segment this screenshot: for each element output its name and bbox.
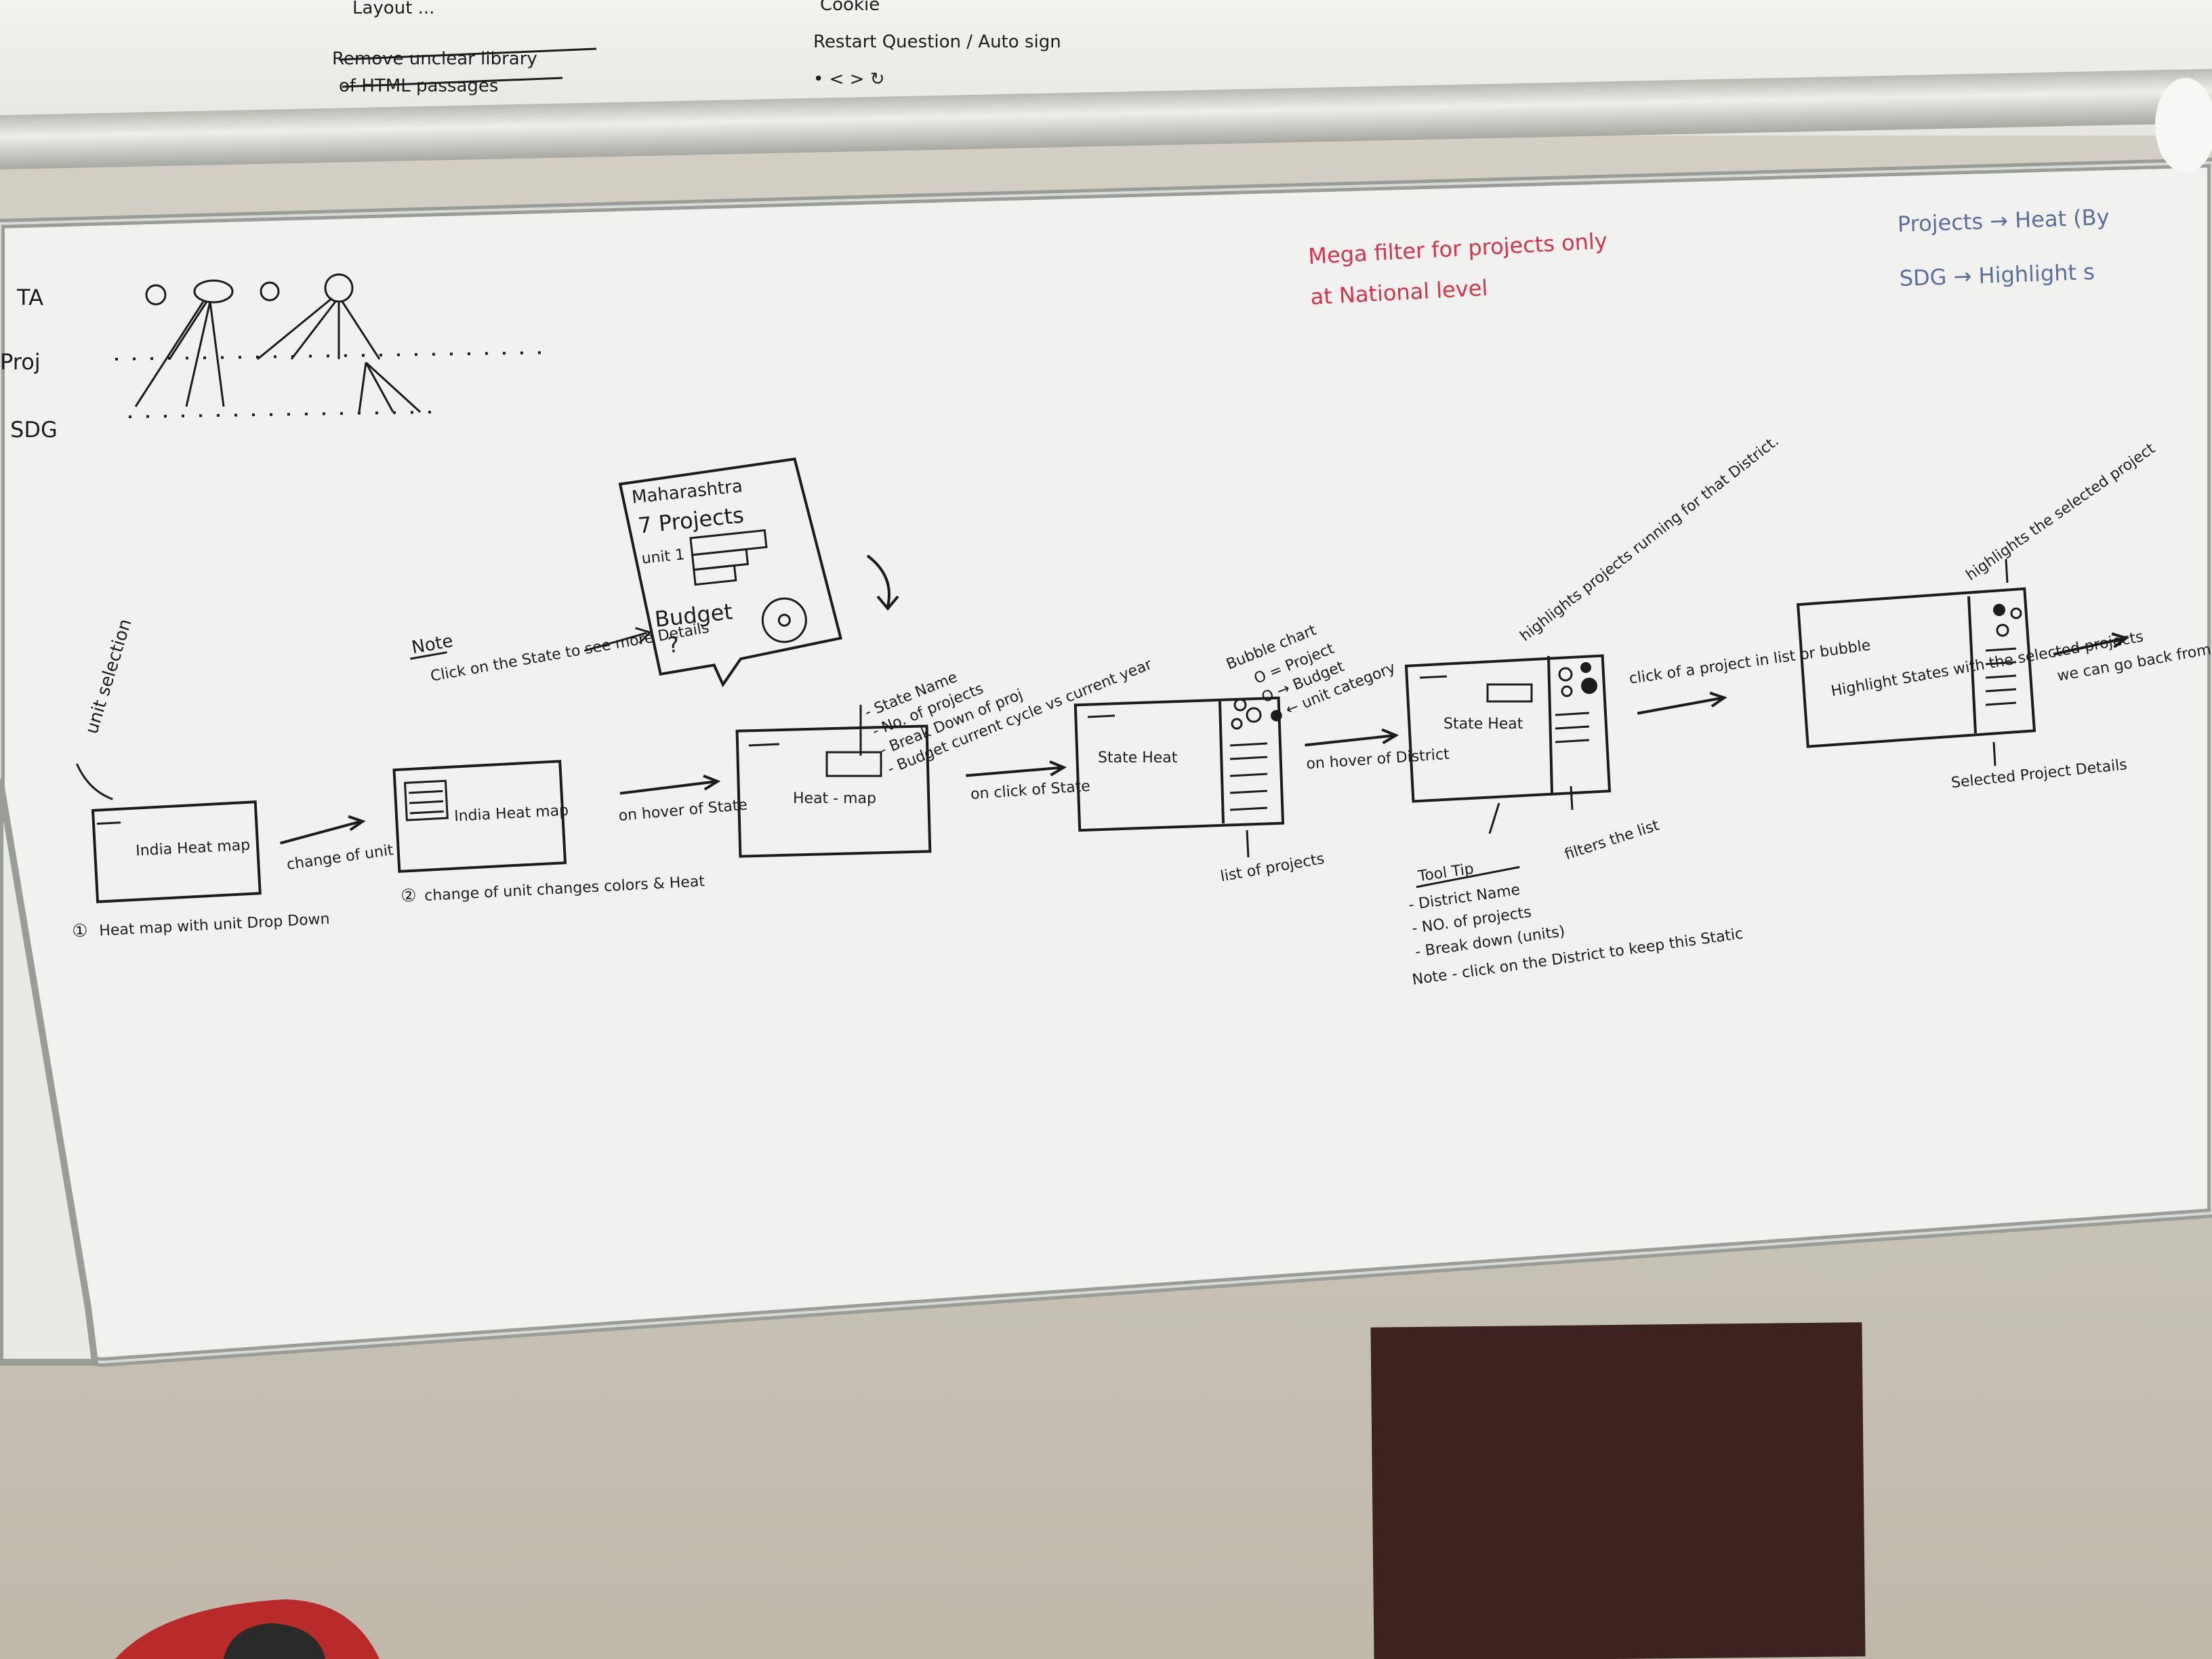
hover-popup: Maharashtra 7 Projects unit 1 Budget ? — [618, 457, 843, 688]
step4-frame — [1073, 696, 1285, 832]
left-whiteboard — [0, 779, 99, 1366]
upper-item-4: Restart Question / Auto sign — [813, 32, 1061, 52]
step2-frame — [392, 760, 567, 874]
step5-frame-text: State Heat — [1443, 716, 1523, 733]
hierarchy-sketch: TA Proj SDG — [0, 273, 556, 443]
eraser — [2155, 78, 2212, 173]
step1-caption-num: ① — [72, 920, 89, 941]
wooden-panel — [1370, 1322, 1866, 1659]
step5-frame — [1404, 654, 1612, 803]
step2-caption-num: ② — [400, 886, 417, 907]
step4-frame-text: State Heat — [1098, 750, 1178, 766]
step3-frame-text: Heat - map — [793, 790, 876, 807]
upper-item-3: Cookie — [820, 0, 880, 15]
row-label-ta: TA — [16, 285, 43, 310]
upper-item-5: • < > ↻ — [813, 69, 885, 89]
step1-frame — [91, 800, 262, 903]
step3-frame — [735, 724, 932, 858]
upper-item-0: Layout ... — [352, 0, 434, 18]
row-label-sdg: SDG — [10, 417, 58, 443]
row-label-proj: Proj — [0, 349, 41, 375]
step6-frame — [1796, 587, 2036, 748]
popup-budget-val: ? — [666, 632, 680, 659]
